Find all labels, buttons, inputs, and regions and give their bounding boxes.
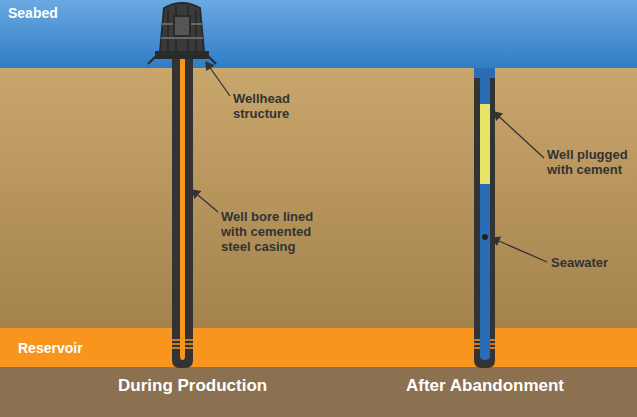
callout-label: Well bore lined with cemented steel casi… — [221, 210, 339, 255]
ground — [0, 367, 637, 417]
sea — [0, 0, 637, 68]
production-well — [148, 3, 216, 368]
band-region: Seabed — [0, 0, 637, 68]
band-region: Reservoir — [0, 328, 637, 368]
callout-label: Wellhead structure — [233, 92, 313, 122]
panel-caption: During Production — [118, 376, 267, 396]
reservoir-band — [0, 328, 637, 368]
abandoned-well — [474, 68, 495, 368]
band-label: Reservoir — [18, 340, 83, 356]
leader-lines — [192, 62, 547, 262]
seabed-earth — [0, 68, 637, 329]
band-label: Seabed — [8, 5, 58, 21]
callout-label: Seawater — [551, 256, 631, 271]
callout-label: Well plugged with cement — [547, 148, 633, 178]
panel-caption: After Abandonment — [406, 376, 564, 396]
wellhead-structure — [148, 3, 216, 64]
